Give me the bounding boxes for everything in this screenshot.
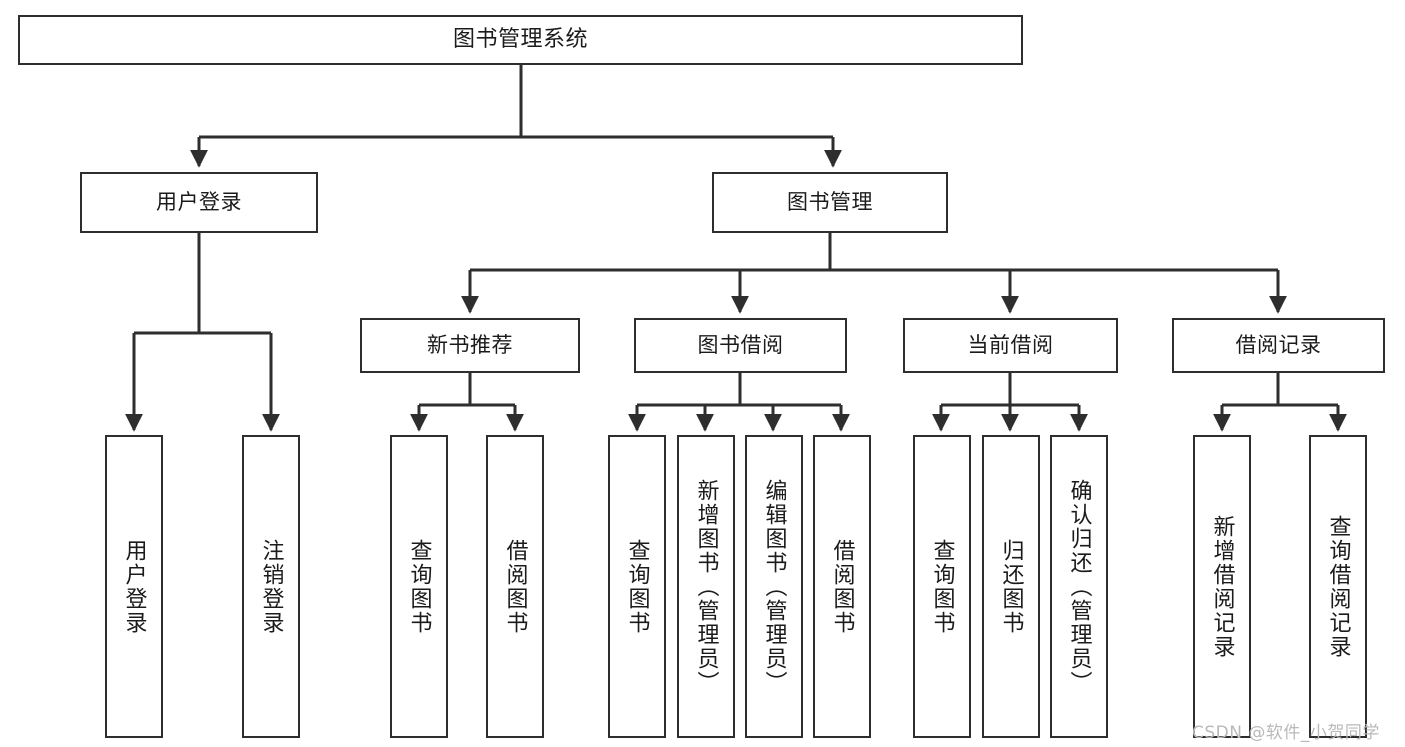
- node-leaf-query-book-borrow[interactable]: 查询图书: [608, 435, 666, 738]
- node-book-management[interactable]: 图书管理: [712, 172, 948, 233]
- node-label: 借阅记录: [1235, 333, 1322, 358]
- node-user-login[interactable]: 用户登录: [80, 172, 318, 233]
- node-leaf-borrow-book-recommend[interactable]: 借阅图书: [486, 435, 544, 738]
- node-leaf-logout[interactable]: 注销登录: [242, 435, 300, 738]
- node-leaf-add-book-admin[interactable]: 新增图书（管理员）: [677, 435, 735, 738]
- csdn-watermark: CSDN @软件_小贺同学: [1192, 723, 1380, 743]
- node-current-borrow[interactable]: 当前借阅: [903, 318, 1118, 373]
- node-label: 归还图书: [998, 538, 1024, 635]
- node-label: 图书借阅: [697, 333, 784, 358]
- node-leaf-query-borrow-record[interactable]: 查询借阅记录: [1309, 435, 1367, 738]
- node-borrow-record[interactable]: 借阅记录: [1172, 318, 1385, 373]
- node-label: 图书管理系统: [452, 27, 588, 53]
- node-label: 编辑图书（管理员）: [761, 478, 787, 695]
- node-label: 新增图书（管理员）: [693, 478, 719, 695]
- node-label: 确认归还（管理员）: [1066, 478, 1092, 695]
- node-label: 当前借阅: [967, 333, 1054, 358]
- node-leaf-confirm-return-admin[interactable]: 确认归还（管理员）: [1050, 435, 1108, 738]
- node-label: 用户登录: [156, 190, 242, 215]
- node-label: 新增借阅记录: [1209, 514, 1235, 659]
- node-label: 查询图书: [406, 538, 432, 635]
- node-leaf-borrow-book[interactable]: 借阅图书: [813, 435, 871, 738]
- node-leaf-query-book-current[interactable]: 查询图书: [913, 435, 971, 738]
- node-leaf-user-login[interactable]: 用户登录: [105, 435, 163, 738]
- node-label: 查询图书: [624, 538, 650, 635]
- node-label: 查询图书: [929, 538, 955, 635]
- node-label: 查询借阅记录: [1325, 514, 1351, 659]
- node-book-borrow[interactable]: 图书借阅: [634, 318, 847, 373]
- node-leaf-query-book-recommend[interactable]: 查询图书: [390, 435, 448, 738]
- node-label: 借阅图书: [829, 538, 855, 635]
- node-label: 借阅图书: [502, 538, 528, 635]
- node-label: 用户登录: [121, 538, 147, 635]
- node-leaf-return-book[interactable]: 归还图书: [982, 435, 1040, 738]
- node-leaf-add-borrow-record[interactable]: 新增借阅记录: [1193, 435, 1251, 738]
- node-root-system[interactable]: 图书管理系统: [18, 15, 1023, 65]
- node-label: 新书推荐: [427, 333, 513, 358]
- node-leaf-edit-book-admin[interactable]: 编辑图书（管理员）: [745, 435, 803, 738]
- node-label: 图书管理: [787, 190, 873, 215]
- node-new-book-recommend[interactable]: 新书推荐: [360, 318, 580, 373]
- node-label: 注销登录: [258, 538, 284, 635]
